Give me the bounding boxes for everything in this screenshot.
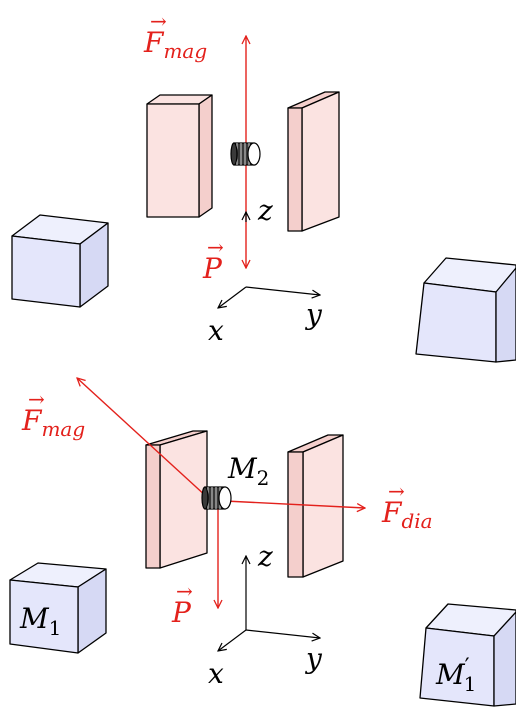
top-left-magnet-cube: [11, 214, 109, 308]
bottom-sample-cylinder: [201, 486, 232, 510]
bottom-right-magnet-cube: [419, 603, 516, 707]
bottom-left-plate: [145, 430, 208, 569]
bottom-fdia-vector-accent: →: [388, 479, 405, 503]
top-right-plate: [287, 91, 340, 232]
bottom-magnet-right-label: M′1: [435, 655, 476, 696]
top-axis-y-label: y: [304, 298, 323, 331]
bottom-magnet-left-label: M1: [19, 602, 61, 640]
top-panel: Fmag → P → z x y: [11, 9, 516, 363]
top-weight-vector-accent: →: [207, 235, 224, 259]
top-axis-z-label: z: [257, 194, 273, 227]
bottom-right-plate: [287, 434, 344, 578]
top-left-plate: [146, 94, 213, 218]
bottom-left-magnet-cube: [9, 562, 107, 654]
bottom-axis-y-label: y: [304, 642, 323, 675]
bottom-axis-z-label: z: [257, 540, 273, 573]
top-weight-label: P: [202, 252, 223, 285]
top-fmag-label: Fmag: [143, 26, 207, 63]
bottom-fdia-label: Fdia: [381, 496, 433, 533]
bottom-axis-x-label: x: [208, 657, 224, 690]
top-axes: [218, 212, 320, 308]
bottom-fmag-label: Fmag: [21, 404, 85, 441]
bottom-sample-label: M2: [227, 452, 269, 490]
top-right-magnet-cube: [415, 257, 516, 363]
top-sample-cylinder: [230, 142, 261, 166]
bottom-weight-vector-accent: →: [176, 579, 193, 603]
bottom-weight-label: P: [171, 596, 192, 629]
top-fmag-vector-accent: →: [150, 9, 167, 33]
bottom-axes: [218, 556, 320, 651]
bottom-panel: M1 M′1: [9, 378, 516, 707]
bottom-diamagnetic-force-arrow: [224, 500, 365, 508]
bottom-fmag-vector-accent: →: [28, 387, 45, 411]
top-axis-x-label: x: [208, 314, 224, 347]
bottom-magnetic-force-arrow: [77, 378, 208, 498]
